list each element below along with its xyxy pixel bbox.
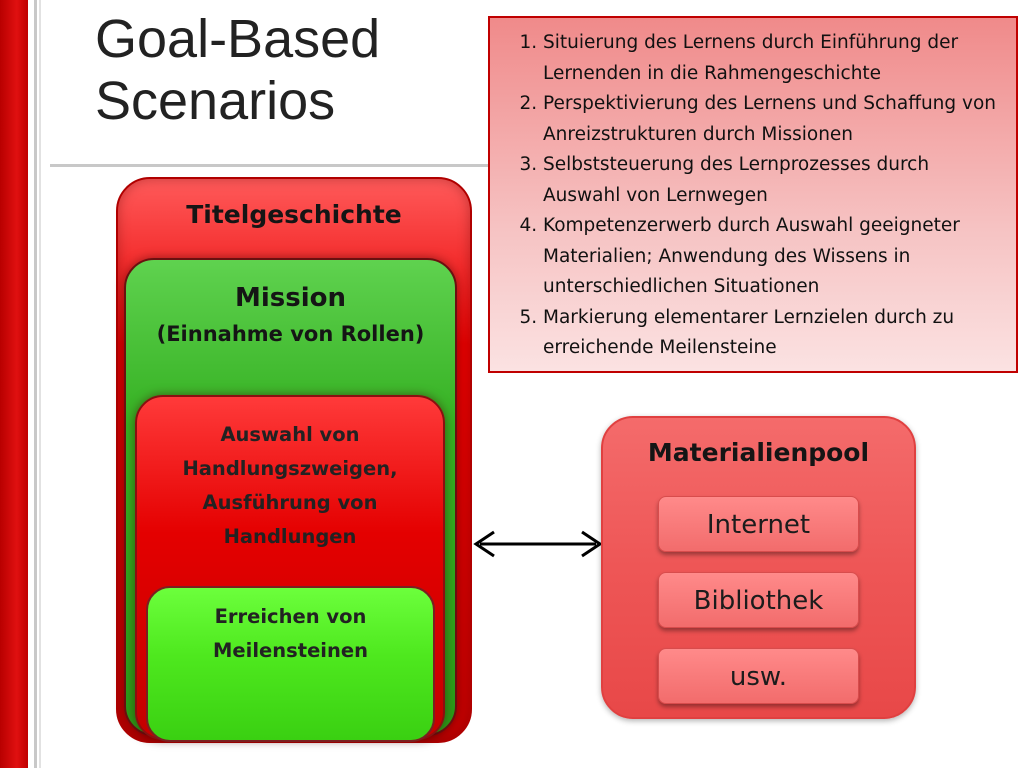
list-item: Kompetenzerwerb durch Auswahl geeigneter… xyxy=(543,211,1006,303)
title-rule xyxy=(50,164,500,167)
principles-list: Situierung des Lernens durch Einführung … xyxy=(498,28,1006,364)
mission-title: Mission xyxy=(234,283,347,313)
pool-item-bibliothek: Bibliothek xyxy=(658,572,859,628)
left-divider-line-light xyxy=(39,0,41,768)
left-accent-bar xyxy=(0,0,28,768)
left-divider-line xyxy=(34,0,37,768)
slide-title: Goal-Based Scenarios xyxy=(95,9,381,131)
principles-list-box: Situierung des Lernens durch Einführung … xyxy=(488,16,1018,373)
list-item: Perspektivierung des Lernens und Schaffu… xyxy=(543,89,1006,150)
pool-item-internet: Internet xyxy=(658,496,859,552)
materialienpool-title: Materialienpool xyxy=(647,438,870,467)
list-item: Markierung elementarer Lernzielen durch … xyxy=(543,303,1006,364)
list-item: Situierung des Lernens durch Einführung … xyxy=(543,28,1006,89)
action-label: Auswahl von Handlungszweigen, Ausführung… xyxy=(182,423,398,548)
list-item: Selbststeuerung des Lernprozesses durch … xyxy=(543,150,1006,211)
milestone-box xyxy=(146,586,435,742)
titelgeschichte-label: Titelgeschichte xyxy=(186,200,402,229)
mission-subtitle: (Einnahme von Rollen) xyxy=(156,322,425,346)
double-arrow-icon xyxy=(473,530,603,558)
milestone-label: Erreichen von Meilensteinen xyxy=(213,605,368,662)
pool-item-usw: usw. xyxy=(658,648,859,704)
